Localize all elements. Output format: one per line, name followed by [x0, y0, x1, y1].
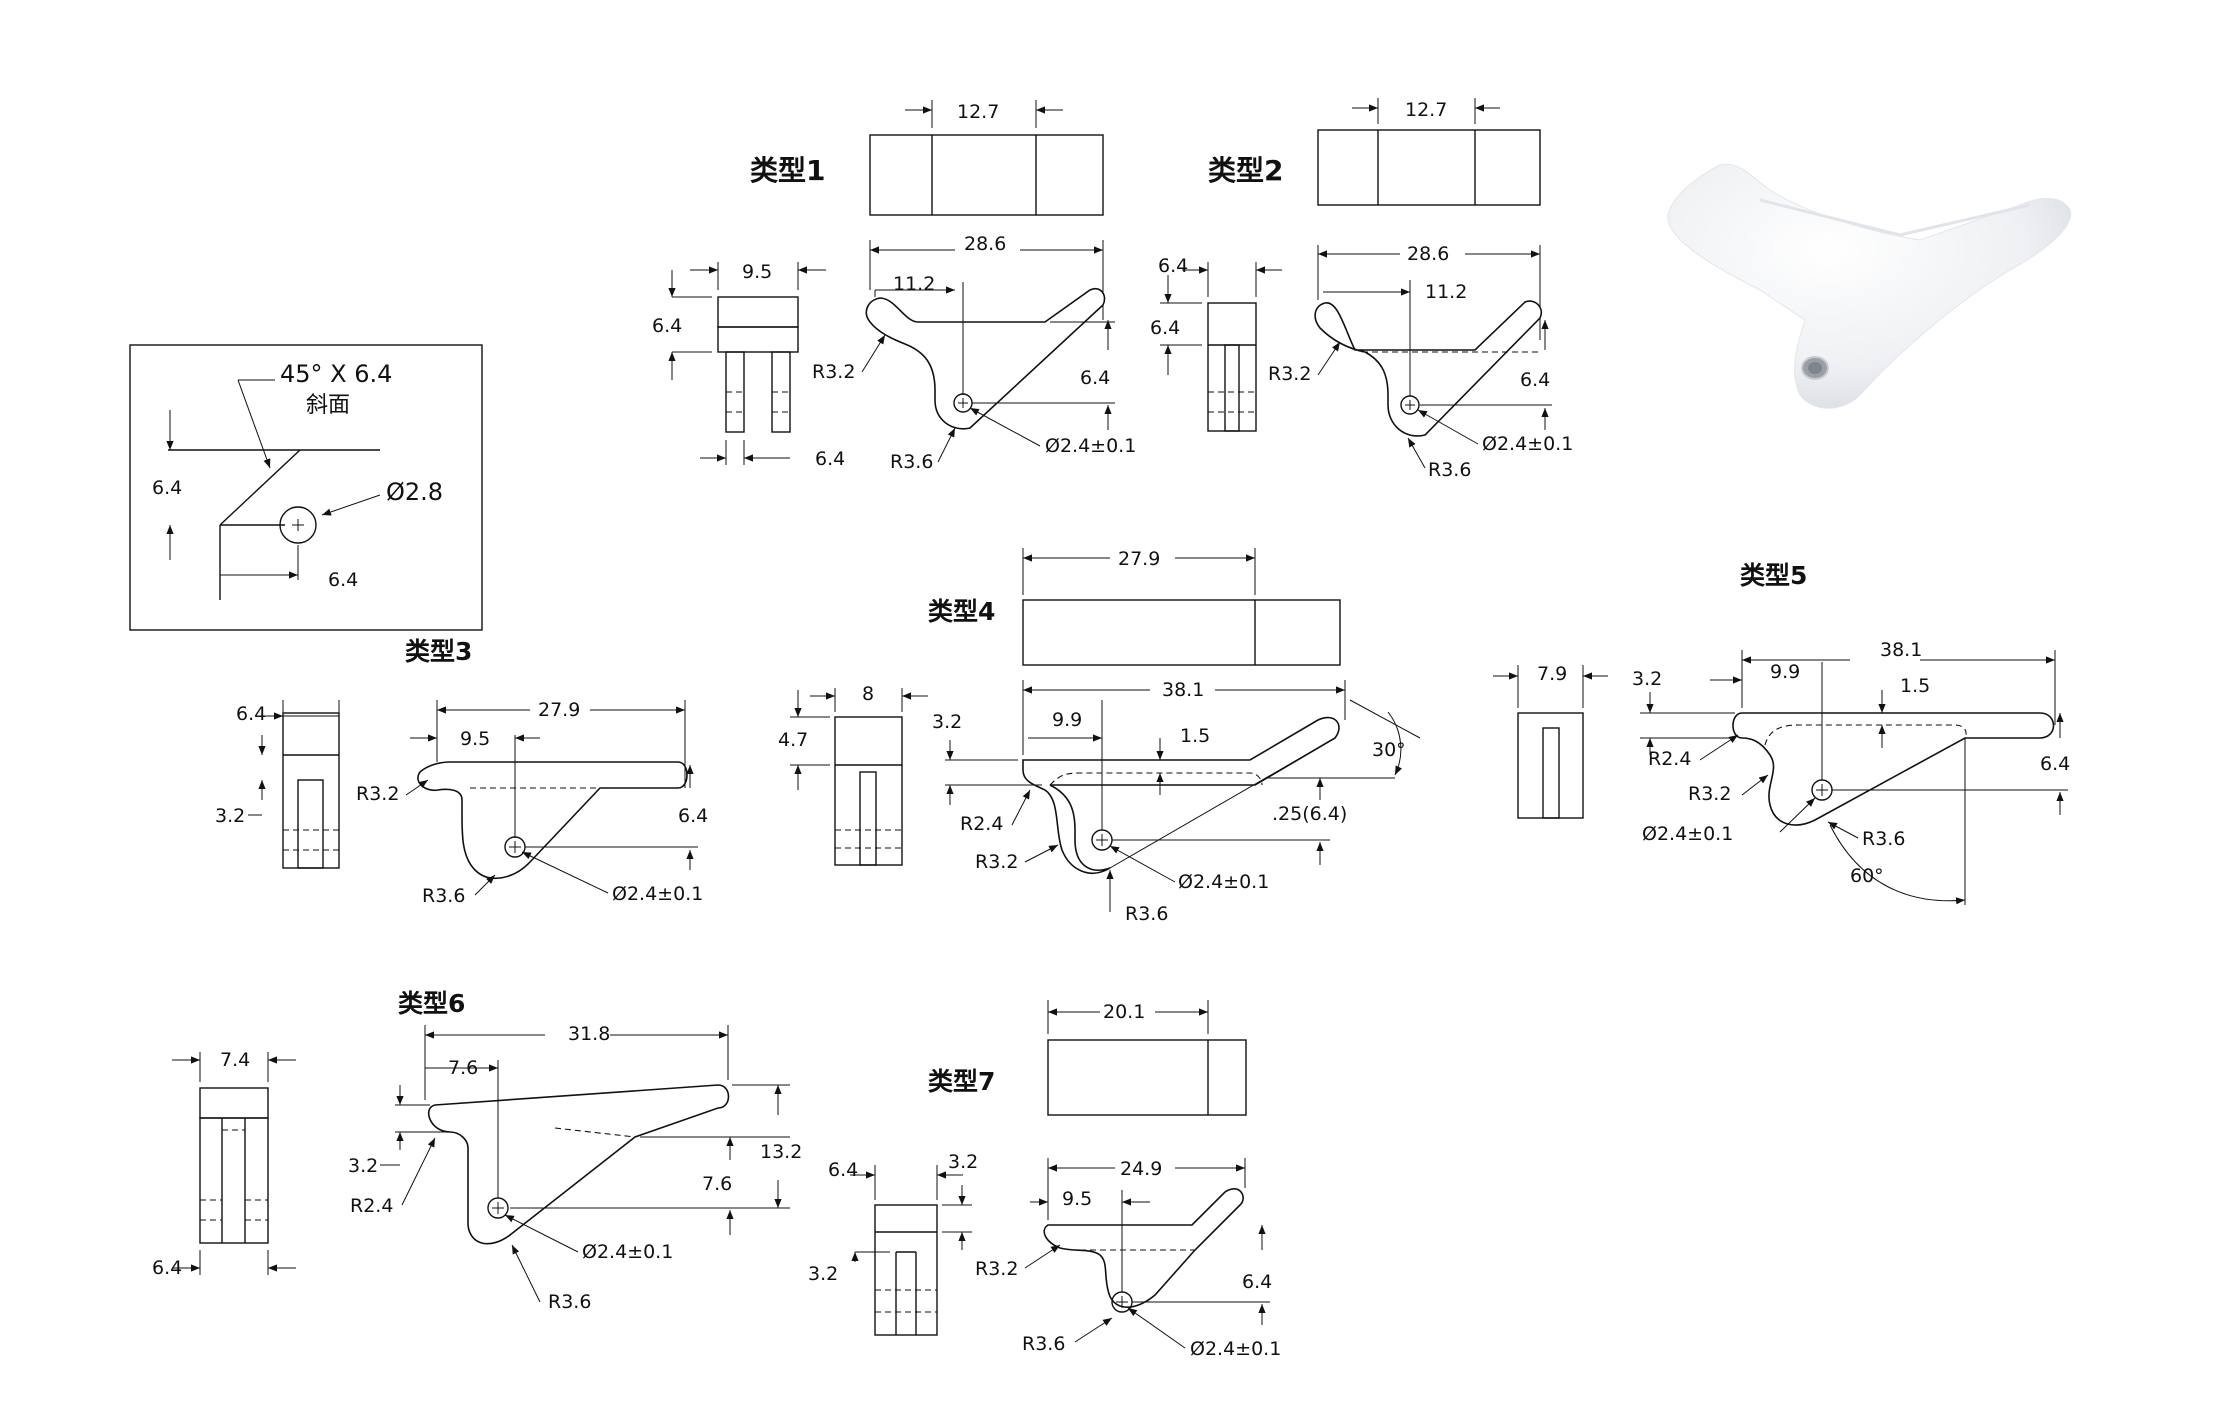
type2-r-small: R3.2 [1268, 363, 1311, 385]
type4-step: 1.5 [1180, 725, 1210, 747]
type3-pivot: 9.5 [460, 728, 490, 750]
type1-side-width: 9.5 [742, 261, 772, 283]
type6-side-base: 6.4 [152, 1257, 182, 1279]
chamfer-detail: 6.4 6.4 45° X 6.4 斜面 Ø2.8 [129, 344, 483, 631]
type5-step: 1.5 [1900, 675, 1930, 697]
type5-r-small: R3.2 [1688, 783, 1731, 805]
type7-side-right: 3.2 [948, 1151, 978, 1173]
type3-title: 类型3 [405, 637, 472, 666]
type6-side-width: 7.4 [220, 1049, 250, 1071]
type5-side-width: 7.9 [1537, 663, 1567, 685]
type3-height: 6.4 [678, 805, 708, 827]
type3-hole: Ø2.4±0.1 [612, 883, 703, 905]
detail-chamfer: 45° X 6.4 [280, 360, 392, 388]
type3-side-slot: 3.2 [215, 805, 245, 827]
detail-horizontal: 6.4 [328, 569, 358, 591]
type6-length: 31.8 [568, 1023, 610, 1045]
type5-r-edge: R2.4 [1648, 748, 1691, 770]
type7-length: 24.9 [1120, 1158, 1162, 1180]
type3-r-large: R3.6 [422, 885, 465, 907]
type2-length: 28.6 [1407, 243, 1449, 265]
type2-side-height: 6.4 [1150, 317, 1180, 339]
type6-title: 类型6 [398, 989, 465, 1018]
type7-r-large: R3.6 [1022, 1333, 1065, 1355]
type5-angle: 60° [1850, 865, 1884, 887]
type2-side-width: 6.4 [1158, 255, 1188, 277]
type3-r-small: R3.2 [356, 783, 399, 805]
type1-pivot: 11.2 [893, 273, 935, 295]
type7-hole: Ø2.4±0.1 [1190, 1338, 1281, 1360]
type2-r-large: R3.6 [1428, 459, 1471, 481]
type2-pivot: 11.2 [1425, 281, 1467, 303]
type6-height: 7.6 [702, 1173, 732, 1195]
type1-height: 6.4 [1080, 367, 1110, 389]
type1-r-small: R3.2 [812, 361, 855, 383]
type1-hole: Ø2.4±0.1 [1045, 435, 1136, 457]
type1-side-height: 6.4 [652, 315, 682, 337]
type5-drawing: 类型5 7.9 38.1 9.9 3.2 1.5 6.4 R2.4 [1493, 561, 2070, 905]
type1-length: 28.6 [964, 233, 1006, 255]
type2-height: 6.4 [1520, 369, 1550, 391]
detail-vertical: 6.4 [152, 477, 182, 499]
type4-pivot: 9.9 [1052, 709, 1082, 731]
type4-r-large: R3.6 [1125, 903, 1168, 925]
type4-drawing: 类型4 27.9 8 4.7 38.1 [778, 548, 1421, 925]
type7-top-width: 20.1 [1103, 1001, 1145, 1023]
type2-top-width: 12.7 [1405, 99, 1447, 121]
type4-r-edge: R2.4 [960, 813, 1003, 835]
type4-hole: Ø2.4±0.1 [1178, 871, 1269, 893]
type1-top-width: 12.7 [957, 101, 999, 123]
type6-drawing: 类型6 7.4 6.4 31.8 7.6 [152, 989, 802, 1313]
type7-drawing: 类型7 20.1 6.4 3.2 3.2 [808, 1000, 1281, 1360]
type5-r-large: R3.6 [1862, 828, 1905, 850]
type2-title: 类型2 [1208, 154, 1283, 187]
type2-hole: Ø2.4±0.1 [1482, 433, 1573, 455]
type7-title: 类型7 [928, 1067, 995, 1096]
type6-lip: 3.2 [348, 1155, 378, 1177]
detail-hole: Ø2.8 [386, 478, 443, 506]
type7-height: 6.4 [1242, 1271, 1272, 1293]
type7-pivot: 9.5 [1062, 1188, 1092, 1210]
type7-side-slot: 3.2 [808, 1263, 838, 1285]
type3-side-width: 6.4 [236, 703, 266, 725]
type4-r-small: R3.2 [975, 851, 1018, 873]
type1-title: 类型1 [750, 154, 825, 187]
part-photo [1667, 163, 2072, 409]
type4-side-width: 8 [862, 683, 874, 705]
type1-r-large: R3.6 [890, 451, 933, 473]
type4-angle: 30° [1372, 739, 1406, 761]
type6-hole: Ø2.4±0.1 [582, 1241, 673, 1263]
type4-height: .25(6.4) [1272, 803, 1347, 825]
type4-title: 类型4 [928, 597, 995, 626]
type5-lip: 3.2 [1632, 668, 1662, 690]
type7-side-width: 6.4 [828, 1159, 858, 1181]
type1-slot: 6.4 [815, 448, 845, 470]
type5-title: 类型5 [1740, 561, 1807, 590]
type4-lip: 3.2 [932, 711, 962, 733]
type7-r-small: R3.2 [975, 1258, 1018, 1280]
type2-drawing: 类型2 12.7 28.6 6.4 6.4 [1150, 98, 1573, 481]
type4-top-width: 27.9 [1118, 548, 1160, 570]
type1-drawing: 类型1 12.7 28.6 9.5 6.4 [652, 100, 1136, 473]
type5-hole: Ø2.4±0.1 [1642, 823, 1733, 845]
type6-r-edge: R2.4 [350, 1195, 393, 1217]
type3-drawing: 类型3 6.4 3.2 27.9 9.5 6.4 R3.2 [215, 637, 708, 907]
type5-height: 6.4 [2040, 753, 2070, 775]
type5-length: 38.1 [1880, 639, 1922, 661]
type3-length: 27.9 [538, 699, 580, 721]
type6-total-height: 13.2 [760, 1141, 802, 1163]
type6-pivot: 7.6 [448, 1057, 478, 1079]
type6-r-large: R3.6 [548, 1291, 591, 1313]
type4-side-height: 4.7 [778, 729, 808, 751]
type5-pivot: 9.9 [1770, 661, 1800, 683]
type4-length: 38.1 [1162, 679, 1204, 701]
detail-chamfer-note: 斜面 [306, 393, 350, 418]
